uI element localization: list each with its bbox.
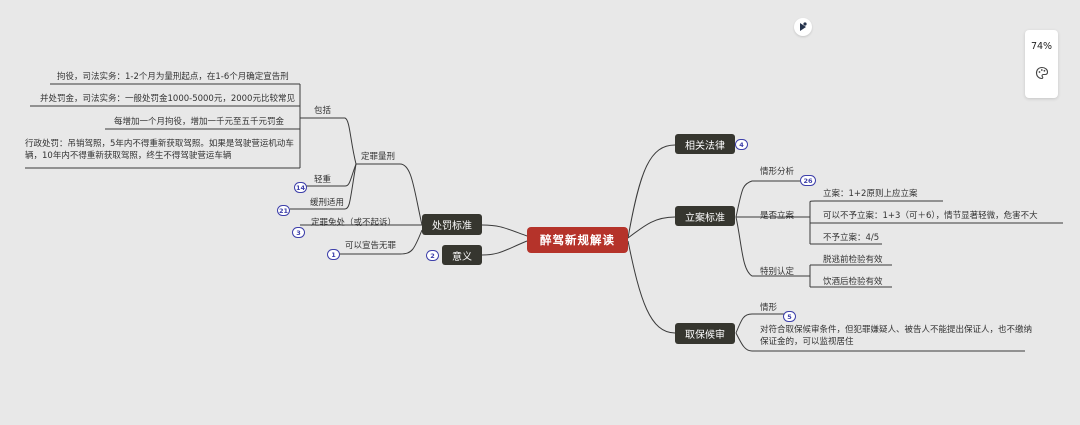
branch-penalty-standard-label: 处罚标准 <box>432 221 472 232</box>
node-conviction-sentencing[interactable]: 定罪量刑 <box>361 152 396 162</box>
leaf-test-after-drinking[interactable]: 饮酒后检验有效 <box>823 277 883 287</box>
branch-related-law-label: 相关法律 <box>685 140 725 152</box>
leaf-residential-surveillance[interactable]: 对符合取保候审条件，但犯罪嫌疑人、被告人不能提出保证人，也不缴纳保证金的，可以监… <box>760 325 1033 347</box>
leaf-not-file[interactable]: 不予立案：4/5 <box>823 233 880 243</box>
collapse-badge-situation[interactable]: 26 <box>800 175 816 186</box>
zoom-panel: 74% <box>1025 30 1058 98</box>
node-include[interactable]: 包括 <box>314 106 332 116</box>
leaf-test-before-escape[interactable]: 脱逃前检验有效 <box>823 255 883 265</box>
collapse-badge-meaning[interactable]: 2 <box>426 250 439 261</box>
collapse-badge-bail-case[interactable]: 5 <box>783 311 796 322</box>
leaf-fine[interactable]: 并处罚金，司法实务：一般处罚金1000-5000元，2000元比较常见 <box>40 94 295 104</box>
branch-penalty-standard[interactable]: 处罚标准 <box>422 214 482 235</box>
leaf-administrative-penalty[interactable]: 行政处罚：吊销驾照，5年内不得重新获取驾照。如果是驾驶营运机动车辆，10年内不得… <box>25 139 294 161</box>
branch-bail-label: 取保候审 <box>685 330 725 341</box>
center-node-label: 醉驾新规解读 <box>540 233 615 247</box>
collapse-badge-exemption[interactable]: 3 <box>292 227 305 238</box>
node-whether-filing[interactable]: 是否立案 <box>760 211 795 221</box>
leaf-additional-fine[interactable]: 每增加一个月拘役，增加一千元至五千元罚金 <box>114 117 285 127</box>
center-node[interactable]: 醉驾新规解读 <box>527 227 628 253</box>
node-exemption[interactable]: 定罪免处（或不起诉） <box>311 218 397 228</box>
node-special-determination[interactable]: 特别认定 <box>760 267 795 277</box>
collapse-badge-law[interactable]: 4 <box>735 139 748 150</box>
collapse-badge-probation[interactable]: 21 <box>277 205 290 216</box>
node-situation-analysis[interactable]: 情形分析 <box>760 167 795 177</box>
zoom-level[interactable]: 74% <box>1030 41 1053 52</box>
node-probation[interactable]: 缓刑适用 <box>310 198 345 208</box>
branch-filing-standard-label: 立案标准 <box>685 212 725 224</box>
app-logo-icon[interactable] <box>794 18 812 36</box>
collapse-badge-declare[interactable]: 1 <box>327 249 340 260</box>
branch-meaning[interactable]: 意义 <box>442 245 482 265</box>
node-declare-innocent[interactable]: 可以宣告无罪 <box>345 241 397 251</box>
leaf-detention[interactable]: 拘役，司法实务：1-2个月为量刑起点，在1-6个月确定宣告刑 <box>57 72 289 82</box>
palette-icon[interactable] <box>1035 66 1049 80</box>
collapse-badge-severity[interactable]: 14 <box>294 182 307 193</box>
node-bail-case[interactable]: 情形 <box>760 303 778 313</box>
branch-meaning-label: 意义 <box>452 251 472 263</box>
branch-filing-standard[interactable]: 立案标准 <box>675 206 735 226</box>
leaf-may-not-file[interactable]: 可以不予立案：1+3（可＋6），情节显著轻微，危害不大 <box>823 211 1038 221</box>
branch-bail[interactable]: 取保候审 <box>675 323 735 344</box>
branch-related-law[interactable]: 相关法律 <box>675 134 735 154</box>
node-severity[interactable]: 轻重 <box>314 175 332 185</box>
leaf-file-case[interactable]: 立案：1+2原则上应立案 <box>823 189 918 199</box>
